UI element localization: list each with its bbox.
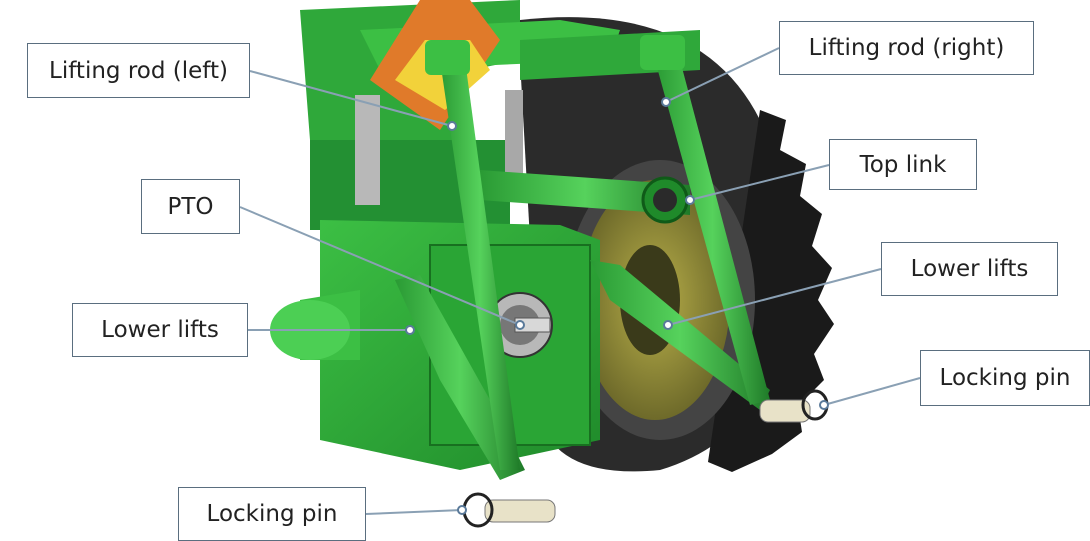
label-lifting-rod-left: Lifting rod (left) bbox=[27, 43, 250, 98]
hydraulic-cylinders bbox=[355, 90, 523, 205]
label-lifting-rod-right: Lifting rod (right) bbox=[779, 21, 1034, 75]
label-lower-lifts-right: Lower lifts bbox=[881, 242, 1058, 296]
top-link-bar bbox=[480, 170, 690, 224]
lifting-rods bbox=[425, 35, 770, 470]
label-pto: PTO bbox=[141, 179, 240, 234]
label-top-link: Top link bbox=[829, 139, 977, 190]
leader-endpoints bbox=[405, 97, 829, 515]
label-locking-pin-right: Locking pin bbox=[920, 350, 1090, 406]
label-lower-lifts-left: Lower lifts bbox=[72, 303, 248, 357]
lower-lift-arms bbox=[395, 260, 770, 480]
label-locking-pin-left: Locking pin bbox=[178, 487, 366, 541]
locking-pins bbox=[462, 389, 829, 528]
leader-lines bbox=[239, 47, 921, 515]
